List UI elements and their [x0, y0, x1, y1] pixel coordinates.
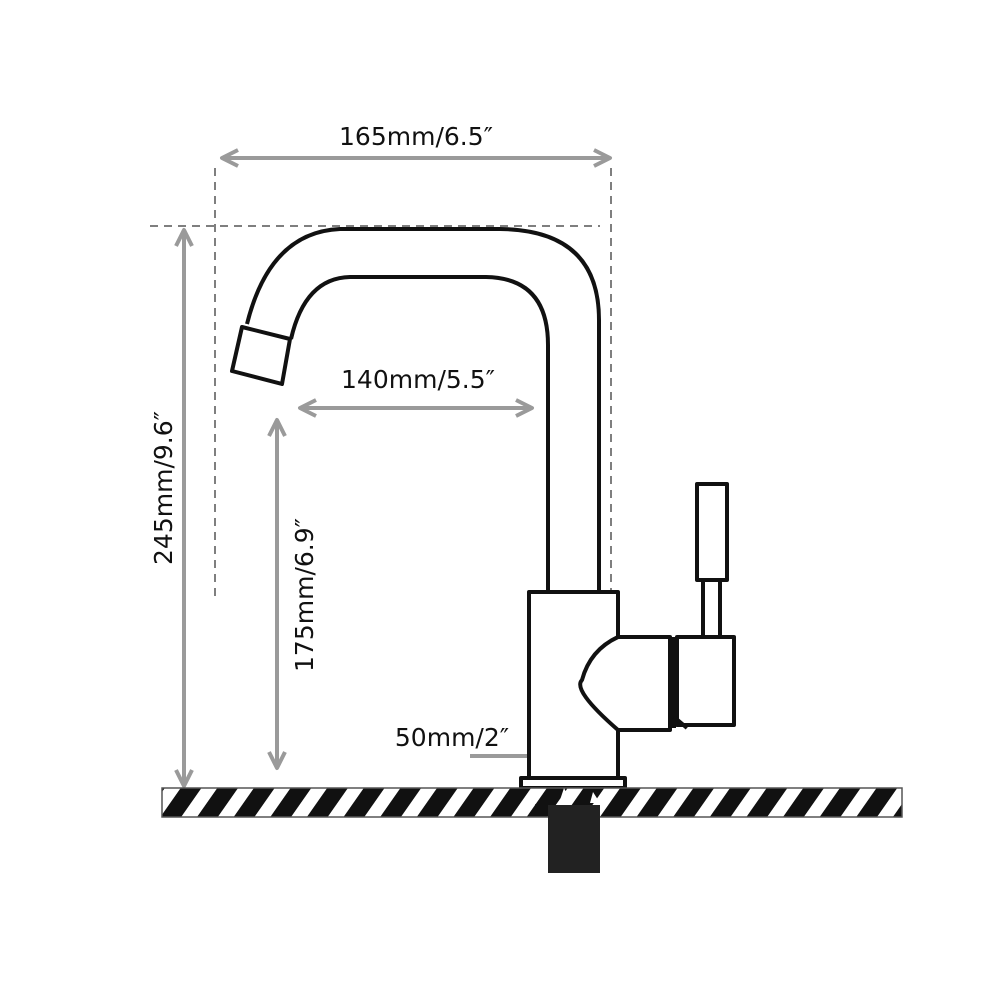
- handle-hub: [578, 635, 672, 732]
- dashed-guides: [150, 168, 612, 600]
- faucet-outline: [230, 227, 736, 790]
- base-flange: [519, 776, 627, 790]
- spout-reach-label: 140mm/5.5″: [341, 365, 495, 394]
- mounting-shank: [548, 805, 600, 873]
- countertop: [161, 787, 903, 818]
- overall-height-label: 245mm/9.6″: [149, 411, 178, 565]
- aerator: [230, 325, 292, 386]
- base-diameter-label: 50mm/2″: [395, 723, 509, 752]
- lever-handle: [695, 482, 729, 582]
- gooseneck-spout: [245, 227, 601, 592]
- dimension-arrows: [174, 148, 612, 788]
- overall-width-label: 165mm/6.5″: [339, 122, 493, 151]
- spout-clearance-label: 175mm/6.9″: [290, 518, 319, 672]
